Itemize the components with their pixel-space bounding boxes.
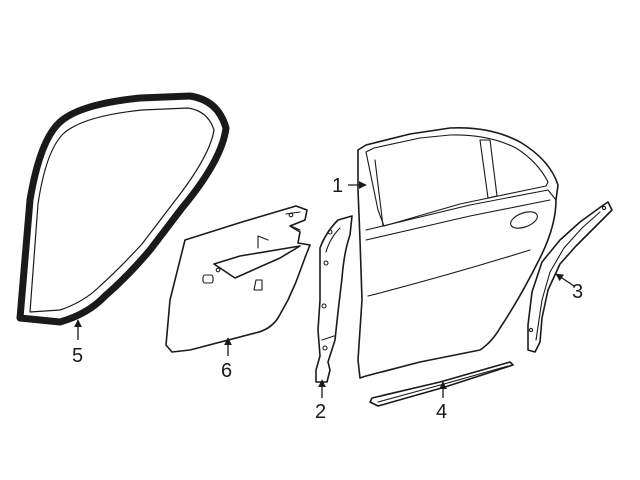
pillar-trim-panel	[315, 215, 353, 383]
leader-lines	[74, 181, 575, 398]
callout-1: 1	[332, 175, 343, 197]
callout-3: 3	[572, 281, 583, 303]
rear-edge-strip	[527, 201, 613, 353]
water-shield	[165, 205, 311, 353]
callout-6: 6	[221, 360, 232, 382]
callout-2: 2	[315, 401, 326, 423]
weatherstrip-seal	[16, 92, 230, 326]
callout-4: 4	[436, 401, 447, 423]
door-shell	[357, 126, 559, 379]
callout-5: 5	[72, 345, 83, 367]
